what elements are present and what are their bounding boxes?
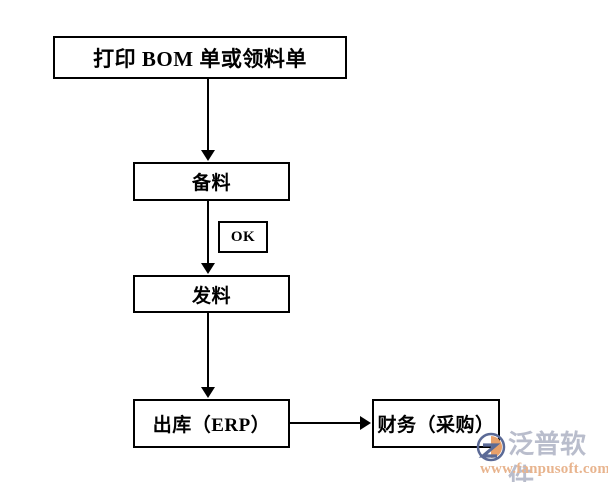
flow-node-print-bom[interactable]: 打印 BOM 单或领料单 [53,36,347,79]
flow-node-prepare-material[interactable]: 备料 [133,162,290,201]
connector-issue-to-out-arrowhead [201,387,215,398]
flow-node-label: 打印 BOM 单或领料单 [93,46,307,71]
connector-out-to-finance-arrowhead [360,416,371,430]
flow-node-label: 备料 [191,173,231,194]
connector-issue-to-out-line [207,313,209,389]
watermark-url: www.fanpusoft.com [480,461,608,477]
flow-node-label: 财务（采购） [377,415,495,436]
flow-edge-label-text: OK [230,228,256,245]
flow-node-finance-purchasing[interactable]: 财务（采购） [372,399,500,448]
watermark-brand: 泛普软件 [508,430,587,482]
connector-prepare-to-issue-line [207,201,209,265]
flow-node-label: 出库（ERP） [152,415,271,436]
flow-edge-label-ok[interactable]: OK [218,221,268,253]
connector-start-to-prepare-line [207,79,209,152]
flow-node-label: 发料 [191,285,231,307]
connector-out-to-finance-line [290,422,362,424]
flow-node-issue-material[interactable]: 发料 [133,275,290,313]
flow-node-stock-out-erp[interactable]: 出库（ERP） [133,399,290,448]
connector-prepare-to-issue-arrowhead [201,263,215,274]
connector-start-to-prepare-arrowhead [201,150,215,161]
